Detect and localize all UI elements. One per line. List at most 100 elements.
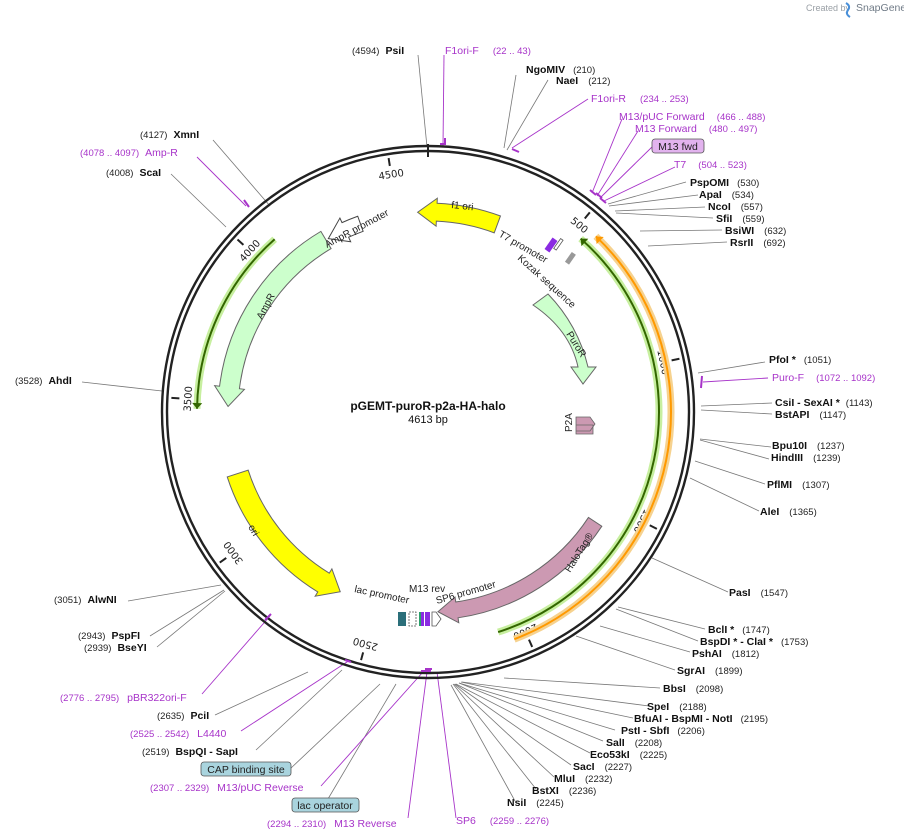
badge-lac-operator[interactable]: lac operator xyxy=(291,797,360,813)
badge-m13-fwd[interactable]: M13 fwd xyxy=(651,138,705,154)
created-by-label: Created by xyxy=(806,3,851,13)
enzyme-alwni[interactable]: (3051)AlwNI xyxy=(54,594,117,606)
primer-labels: F1ori-F(22 .. 43) F1ori-R(234 .. 253) M1… xyxy=(60,45,875,830)
cap-binding-box xyxy=(398,612,406,626)
orange-arc-head xyxy=(595,236,604,245)
tick-mark xyxy=(236,238,245,246)
enzyme-sfii[interactable]: SfiI(559) xyxy=(716,213,765,225)
feature-label-ori: ori xyxy=(245,523,260,538)
primer-m13-puc-reverse[interactable]: (2307 .. 2329)M13/pUC Reverse xyxy=(150,782,304,794)
enzyme-psii[interactable]: (4594)PsiI xyxy=(352,45,404,57)
feature-ampr-promoter[interactable] xyxy=(327,215,364,243)
feature-arrows xyxy=(192,197,675,643)
enzyme-naei[interactable]: NaeI(212) xyxy=(556,75,610,87)
feature-halotag[interactable] xyxy=(437,516,603,624)
small-features xyxy=(398,237,576,627)
tick-label: 3500 xyxy=(183,386,195,412)
enzyme-bstxi[interactable]: BstXI(2236) xyxy=(532,785,596,797)
enzyme-bbsi[interactable]: BbsI(2098) xyxy=(663,683,723,695)
enzyme-scai[interactable]: (4008)ScaI xyxy=(106,167,161,179)
primer-pbr322ori-f[interactable]: (2776 .. 2795)pBR322ori-F xyxy=(60,692,187,704)
enzyme-pasi[interactable]: PasI(1547) xyxy=(729,587,788,599)
badge-cap-label: CAP binding site xyxy=(207,764,285,776)
enzyme-ncoi[interactable]: NcoI(557) xyxy=(708,201,763,213)
primer-leader-lines xyxy=(196,54,769,819)
enzyme-spei[interactable]: SpeI(2188) xyxy=(647,701,707,713)
enzyme-leader-lines xyxy=(81,54,773,805)
tick-label: 500 xyxy=(568,216,590,237)
enzyme-ngomiv[interactable]: NgoMIV(210) xyxy=(526,64,595,76)
primer-t7[interactable]: T7(504 .. 523) xyxy=(674,159,747,171)
badge-m13-fwd-label: M13 fwd xyxy=(658,141,698,153)
enzyme-rsrii[interactable]: RsrII(692) xyxy=(730,237,786,249)
enzyme-bsiwi[interactable]: BsiWI(632) xyxy=(725,225,786,237)
enzyme-csii-sexai[interactable]: CsiI - SexAI *(1143) xyxy=(775,397,873,409)
enzyme-psti-sbfi[interactable]: PstI - SbfI(2206) xyxy=(621,725,705,737)
feature-puror[interactable] xyxy=(532,293,598,385)
enzyme-bfuai-bspmi-noti[interactable]: BfuAI - BspMI - NotI(2195) xyxy=(634,713,768,725)
tick-mark xyxy=(583,211,591,220)
tick-label: 2500 xyxy=(352,635,379,652)
m13-rev-box xyxy=(425,612,430,626)
enzyme-bspqi-sapi[interactable]: (2519)BspQI - SapI xyxy=(142,746,238,758)
enzyme-eco53ki[interactable]: Eco53kI(2225) xyxy=(590,749,667,761)
orange-arc[interactable] xyxy=(513,235,672,641)
tick-mark xyxy=(360,652,365,661)
enzyme-ahdi[interactable]: (3528)AhdI xyxy=(15,375,72,387)
primer-m13-puc-forward[interactable]: M13/pUC Forward(466 .. 488) xyxy=(619,111,765,123)
ampr-thin-arc-head xyxy=(192,402,203,409)
tick-mark xyxy=(649,524,658,530)
t7-promoter-box xyxy=(544,237,558,253)
badge-lac-operator-label: lac operator xyxy=(297,800,353,812)
tick-mark xyxy=(528,639,534,648)
enzyme-saci[interactable]: SacI(2227) xyxy=(573,761,632,773)
sp6-promoter-arrow xyxy=(431,611,442,627)
feature-label-lac-promoter: lac promoter xyxy=(353,584,410,606)
feature-f1-ori[interactable] xyxy=(416,197,502,234)
enzyme-pspfi[interactable]: (2943)PspFI xyxy=(78,630,140,642)
primer-puro-f[interactable]: Puro-F(1072 .. 1092) xyxy=(772,372,875,384)
enzyme-alei[interactable]: AleI(1365) xyxy=(760,506,817,518)
enzyme-xmni[interactable]: (4127)XmnI xyxy=(140,129,199,141)
enzyme-pfoi[interactable]: PfoI *(1051) xyxy=(769,354,831,366)
primer-m13-reverse[interactable]: (2294 .. 2310)M13 Reverse xyxy=(267,818,397,830)
tick-label: 3000 xyxy=(222,539,246,566)
primer-f1ori-r[interactable]: F1ori-R(234 .. 253) xyxy=(591,93,689,105)
enzyme-nsii[interactable]: NsiI(2245) xyxy=(507,797,564,809)
badge-cap-binding-site[interactable]: CAP binding site xyxy=(200,761,292,777)
enzyme-bstapi[interactable]: BstAPI(1147) xyxy=(775,409,846,421)
enzyme-pcii[interactable]: (2635)PciI xyxy=(157,710,209,722)
enzyme-bseyi[interactable]: (2939)BseYI xyxy=(84,642,147,654)
enzyme-sgrai[interactable]: SgrAI(1899) xyxy=(677,665,742,677)
enzyme-pflmi[interactable]: PflMI(1307) xyxy=(767,479,830,491)
enzyme-bcli[interactable]: BclI *(1747) xyxy=(708,624,770,636)
lac-promoter-box xyxy=(408,611,417,627)
enzyme-labels: (4594)PsiI NgoMIV(210) NaeI(212) (4127)X… xyxy=(15,45,873,809)
tick-mark xyxy=(219,557,227,564)
enzyme-pshai[interactable]: PshAI(1812) xyxy=(692,648,759,660)
green-arc-head xyxy=(580,238,589,247)
feature-p2a[interactable] xyxy=(575,416,596,435)
primer-m13-forward[interactable]: M13 Forward(480 .. 497) xyxy=(635,123,757,135)
plasmid-length: 4613 bp xyxy=(408,414,448,426)
enzyme-apai[interactable]: ApaI(534) xyxy=(699,189,754,201)
enzyme-hindiii[interactable]: HindIII(1239) xyxy=(771,452,841,464)
green-arc[interactable] xyxy=(497,237,660,634)
feature-ori[interactable] xyxy=(226,469,341,597)
primer-f1ori-f[interactable]: F1ori-F(22 .. 43) xyxy=(445,45,531,57)
feature-ampr[interactable] xyxy=(213,230,332,408)
feature-label-f1-ori: f1 ori xyxy=(451,200,474,213)
tick-mark xyxy=(671,357,680,362)
enzyme-mlui[interactable]: MluI(2232) xyxy=(554,773,612,785)
enzyme-bpu10i[interactable]: Bpu10I(1237) xyxy=(772,440,844,452)
enzyme-pspomi[interactable]: PspOMI(530) xyxy=(690,177,759,189)
primer-l4440[interactable]: (2525 .. 2542)L4440 xyxy=(130,728,227,740)
enzyme-sali[interactable]: SalI(2208) xyxy=(606,737,662,749)
primer-sp6[interactable]: SP6(2259 .. 2276) xyxy=(456,815,549,827)
enzyme-bspdi-clai[interactable]: BspDI * - ClaI *(1753) xyxy=(700,636,808,648)
primer-amp-r[interactable]: (4078 .. 4097)Amp-R xyxy=(80,147,178,159)
feature-label-p2a: P2A xyxy=(564,413,575,432)
ampr-thin-arc[interactable] xyxy=(196,238,276,409)
snapgene-logo-icon xyxy=(845,2,851,18)
